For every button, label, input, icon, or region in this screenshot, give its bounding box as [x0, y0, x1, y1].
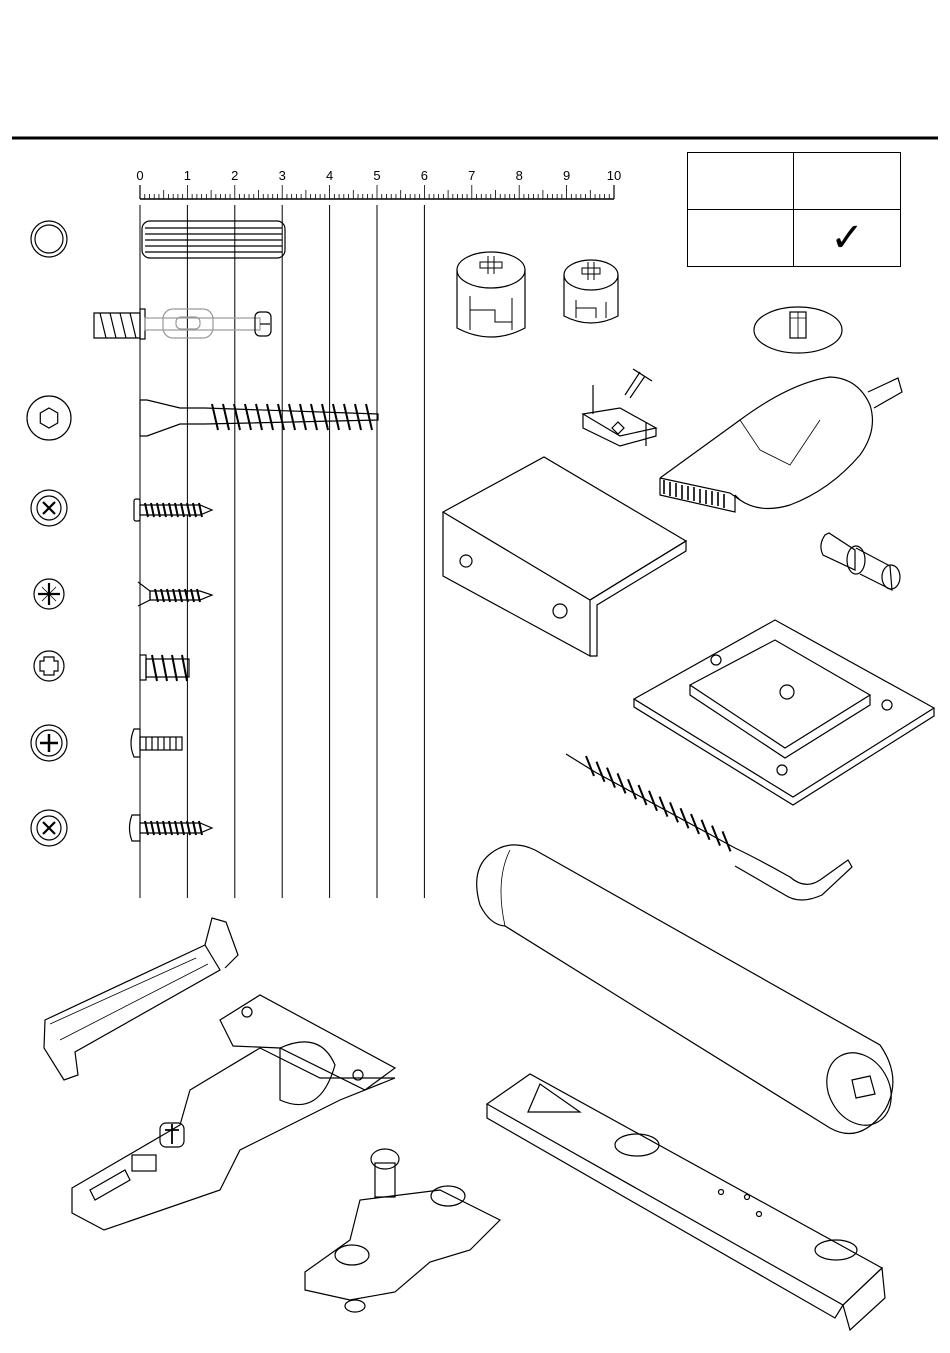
ruler-tick-label: 1 — [177, 168, 197, 183]
drawer-runner — [487, 1074, 885, 1330]
mounting-plate — [634, 620, 934, 805]
checklist-cell — [688, 210, 794, 267]
concealed-hinge — [72, 995, 395, 1230]
measuring-ruler — [140, 185, 614, 898]
wooden-dowel — [142, 221, 285, 258]
glue-tube — [660, 377, 902, 512]
wood-screw-1 — [134, 499, 212, 521]
ruler-tick-label: 0 — [130, 168, 150, 183]
wood-screw-2 — [130, 815, 213, 841]
ruler-tick-label: 10 — [604, 168, 624, 183]
ruler-tick-label: 7 — [462, 168, 482, 183]
hook-screw — [566, 754, 852, 900]
long-screw — [140, 400, 378, 436]
pozi-star-head-icon — [34, 579, 64, 609]
checklist-row: ✓ — [688, 210, 901, 267]
ruler-tick-label: 5 — [367, 168, 387, 183]
connector-bolt — [94, 309, 271, 339]
machine-screw — [131, 729, 182, 757]
phillips-head-icon — [31, 725, 67, 761]
hinge-mounting-plate — [305, 1149, 500, 1312]
wedge-clip — [583, 369, 656, 446]
cross-head-icon — [34, 651, 64, 681]
ruler-tick-label: 6 — [414, 168, 434, 183]
allen-key — [44, 918, 238, 1080]
ruler-tick-label: 8 — [509, 168, 529, 183]
pozi-head-icon — [31, 490, 67, 526]
ruler-tick-label: 2 — [225, 168, 245, 183]
countersunk-screw — [138, 582, 212, 606]
hex-socket-head-icon — [27, 396, 71, 440]
checklist-table: ✓ — [687, 152, 901, 267]
checklist-cell — [794, 153, 901, 210]
pozi-head-icon-2 — [31, 810, 67, 846]
ruler-tick-label: 9 — [557, 168, 577, 183]
ruler-tick-label: 4 — [320, 168, 340, 183]
checklist-cell — [688, 153, 794, 210]
furniture-leg — [477, 845, 904, 1137]
check-mark: ✓ — [794, 210, 901, 267]
bumper-disc — [754, 307, 842, 353]
euro-screw — [140, 655, 189, 681]
shelf-support-pin — [821, 533, 900, 590]
cam-lock-large — [457, 252, 525, 337]
checklist-row — [688, 153, 901, 210]
ruler-tick-label: 3 — [272, 168, 292, 183]
angle-bracket — [443, 457, 686, 656]
plain-head-icon — [31, 221, 67, 257]
cam-lock-small — [564, 260, 618, 323]
